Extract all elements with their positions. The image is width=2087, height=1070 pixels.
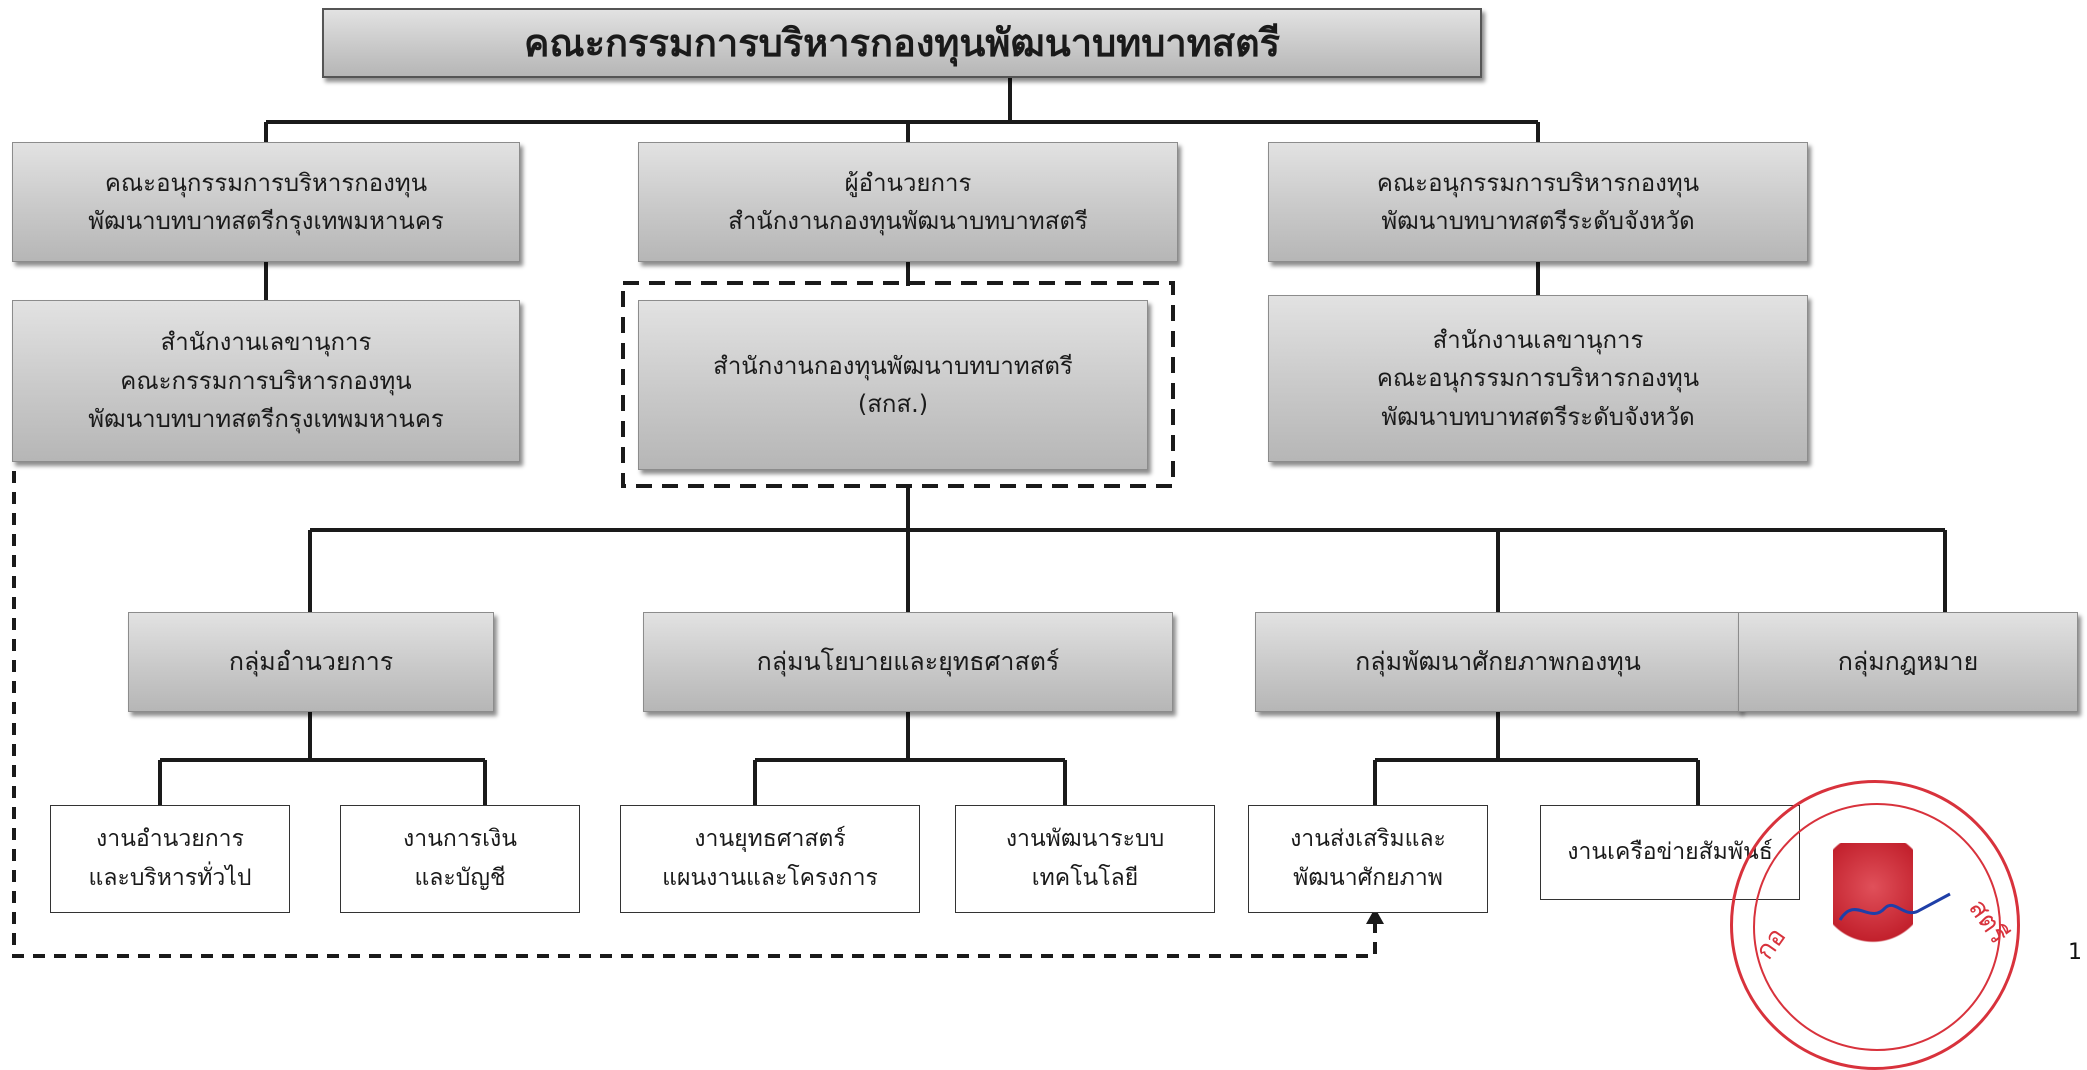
unit-technology-box: งานพัฒนาระบบ เทคโนโลยี bbox=[955, 805, 1215, 913]
unit-strategy-box: งานยุทธศาสตร์ แผนงานและโครงการ bbox=[620, 805, 920, 913]
provincial-secretariat-line2: คณะอนุกรรมการบริหารกองทุน bbox=[1376, 364, 1700, 393]
fund-office-line2: (สกส.) bbox=[857, 390, 929, 418]
unit-technology-line1: งานพัฒนาระบบ bbox=[1005, 825, 1165, 852]
unit-network-line1: งานเครือข่ายสัมพันธ์ bbox=[1567, 838, 1773, 865]
provincial-subcommittee-line2: พัฒนาบทบาทสตรีระดับจังหวัด bbox=[1381, 207, 1695, 235]
director-line1: ผู้อำนวยการ bbox=[844, 168, 972, 197]
unit-finance-line1: งานการเงิน bbox=[403, 825, 517, 852]
director-box: ผู้อำนวยการ สำนักงานกองทุนพัฒนาบทบาทสตรี bbox=[638, 142, 1178, 262]
unit-general-admin-line2: และบริหารทั่วไป bbox=[88, 865, 252, 891]
dashed-link-arrowhead bbox=[1366, 908, 1384, 924]
garuda-emblem-icon bbox=[1833, 843, 1913, 953]
provincial-secretariat-box: สำนักงานเลขานุการ คณะอนุกรรมการบริหารกอง… bbox=[1268, 295, 1808, 462]
handwritten-signature bbox=[1838, 892, 1951, 921]
bkk-secretariat-box: สำนักงานเลขานุการ คณะกรรมการบริหารกองทุน… bbox=[12, 300, 520, 462]
connector-lines bbox=[12, 78, 1947, 958]
dashed-link bbox=[12, 450, 1377, 958]
bkk-secretariat-line2: คณะกรรมการบริหารกองทุน bbox=[120, 366, 412, 395]
unit-strategy-line2: แผนงานและโครงการ bbox=[662, 865, 878, 891]
group-policy-label: กลุ่มนโยบายและยุทธศาสตร์ bbox=[756, 647, 1060, 676]
provincial-subcommittee-box: คณะอนุกรรมการบริหารกองทุน พัฒนาบทบาทสตรี… bbox=[1268, 142, 1808, 262]
group-administration-box: กลุ่มอำนวยการ bbox=[128, 612, 494, 712]
unit-promotion-box: งานส่งเสริมและ พัฒนาศักยภาพ bbox=[1248, 805, 1488, 913]
page-number: 1 bbox=[2068, 940, 2082, 965]
group-capacity-label: กลุ่มพัฒนาศักยภาพกองทุน bbox=[1355, 647, 1641, 676]
group-legal-label: กลุ่มกฎหมาย bbox=[1837, 647, 1979, 676]
group-administration-label: กลุ่มอำนวยการ bbox=[228, 647, 394, 676]
unit-promotion-line2: พัฒนาศักยภาพ bbox=[1293, 865, 1443, 891]
unit-finance-box: งานการเงิน และบัญชี bbox=[340, 805, 580, 913]
bkk-subcommittee-box: คณะอนุกรรมการบริหารกองทุน พัฒนาบทบาทสตรี… bbox=[12, 142, 520, 262]
top-committee-title: คณะกรรมการบริหารกองทุนพัฒนาบทบาทสตรี bbox=[523, 20, 1281, 65]
group-capacity-box: กลุ่มพัฒนาศักยภาพกองทุน bbox=[1255, 612, 1741, 712]
unit-technology-line2: เทคโนโลยี bbox=[1031, 865, 1139, 891]
group-policy-box: กลุ่มนโยบายและยุทธศาสตร์ bbox=[643, 612, 1173, 712]
top-committee-box: คณะกรรมการบริหารกองทุนพัฒนาบทบาทสตรี bbox=[322, 8, 1482, 78]
provincial-secretariat-line3: พัฒนาบทบาทสตรีระดับจังหวัด bbox=[1381, 402, 1695, 431]
unit-general-admin-box: งานอำนวยการ และบริหารทั่วไป bbox=[50, 805, 290, 913]
fund-office-box: สำนักงานกองทุนพัฒนาบทบาทสตรี (สกส.) bbox=[638, 300, 1148, 470]
unit-finance-line2: และบัญชี bbox=[414, 865, 506, 891]
bkk-subcommittee-line1: คณะอนุกรรมการบริหารกองทุน bbox=[104, 168, 428, 197]
bkk-secretariat-line3: พัฒนาบทบาทสตรีกรุงเทพมหานคร bbox=[88, 405, 444, 434]
unit-general-admin-line1: งานอำนวยการ bbox=[96, 825, 244, 852]
bkk-secretariat-line1: สำนักงานเลขานุการ bbox=[160, 328, 372, 357]
fund-office-line1: สำนักงานกองทุนพัฒนาบทบาทสตรี bbox=[713, 351, 1073, 380]
provincial-secretariat-line1: สำนักงานเลขานุการ bbox=[1432, 325, 1644, 354]
provincial-subcommittee-line1: คณะอนุกรรมการบริหารกองทุน bbox=[1376, 168, 1700, 197]
dashed-frame bbox=[621, 281, 1175, 488]
bkk-subcommittee-line2: พัฒนาบทบาทสตรีกรุงเทพมหานคร bbox=[88, 207, 444, 235]
unit-strategy-line1: งานยุทธศาสตร์ bbox=[694, 825, 846, 852]
unit-promotion-line1: งานส่งเสริมและ bbox=[1290, 825, 1446, 852]
group-legal-box: กลุ่มกฎหมาย bbox=[1738, 612, 2078, 712]
director-line2: สำนักงานกองทุนพัฒนาบทบาทสตรี bbox=[728, 207, 1088, 235]
